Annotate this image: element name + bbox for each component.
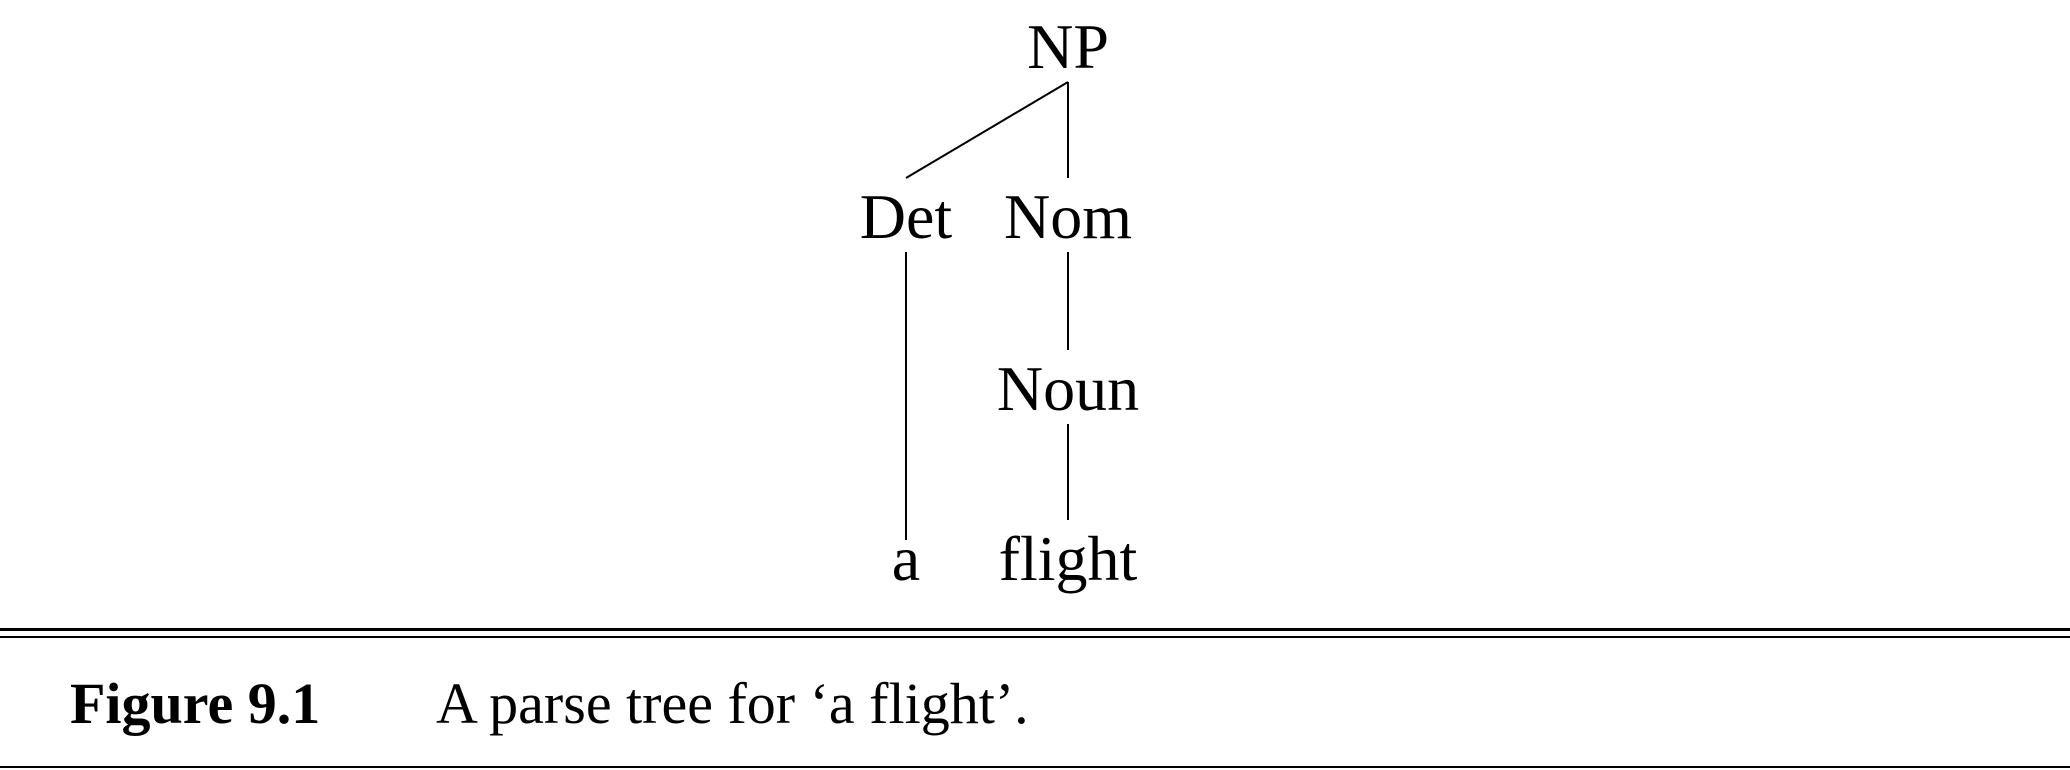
node-det: Det: [860, 181, 953, 252]
parse-tree-diagram: NP Det Nom Noun a flight: [860, 11, 1139, 594]
node-np: NP: [1027, 11, 1109, 82]
node-nom: Nom: [1004, 181, 1132, 252]
caption-top-rule: [0, 628, 2070, 631]
edge-np-det: [905, 81, 1069, 179]
caption-top-rule-inner: [0, 636, 2070, 638]
figure-caption: Figure 9.1 A parse tree for ‘a flight’.: [70, 664, 1029, 744]
node-noun: Noun: [997, 353, 1139, 424]
leaf-a: a: [892, 523, 920, 594]
leaf-flight: flight: [999, 523, 1138, 594]
figure-label: Figure 9.1: [70, 671, 321, 736]
caption-bottom-rule: [0, 766, 2070, 768]
figure-caption-text: A parse tree for ‘a flight’.: [436, 671, 1029, 736]
